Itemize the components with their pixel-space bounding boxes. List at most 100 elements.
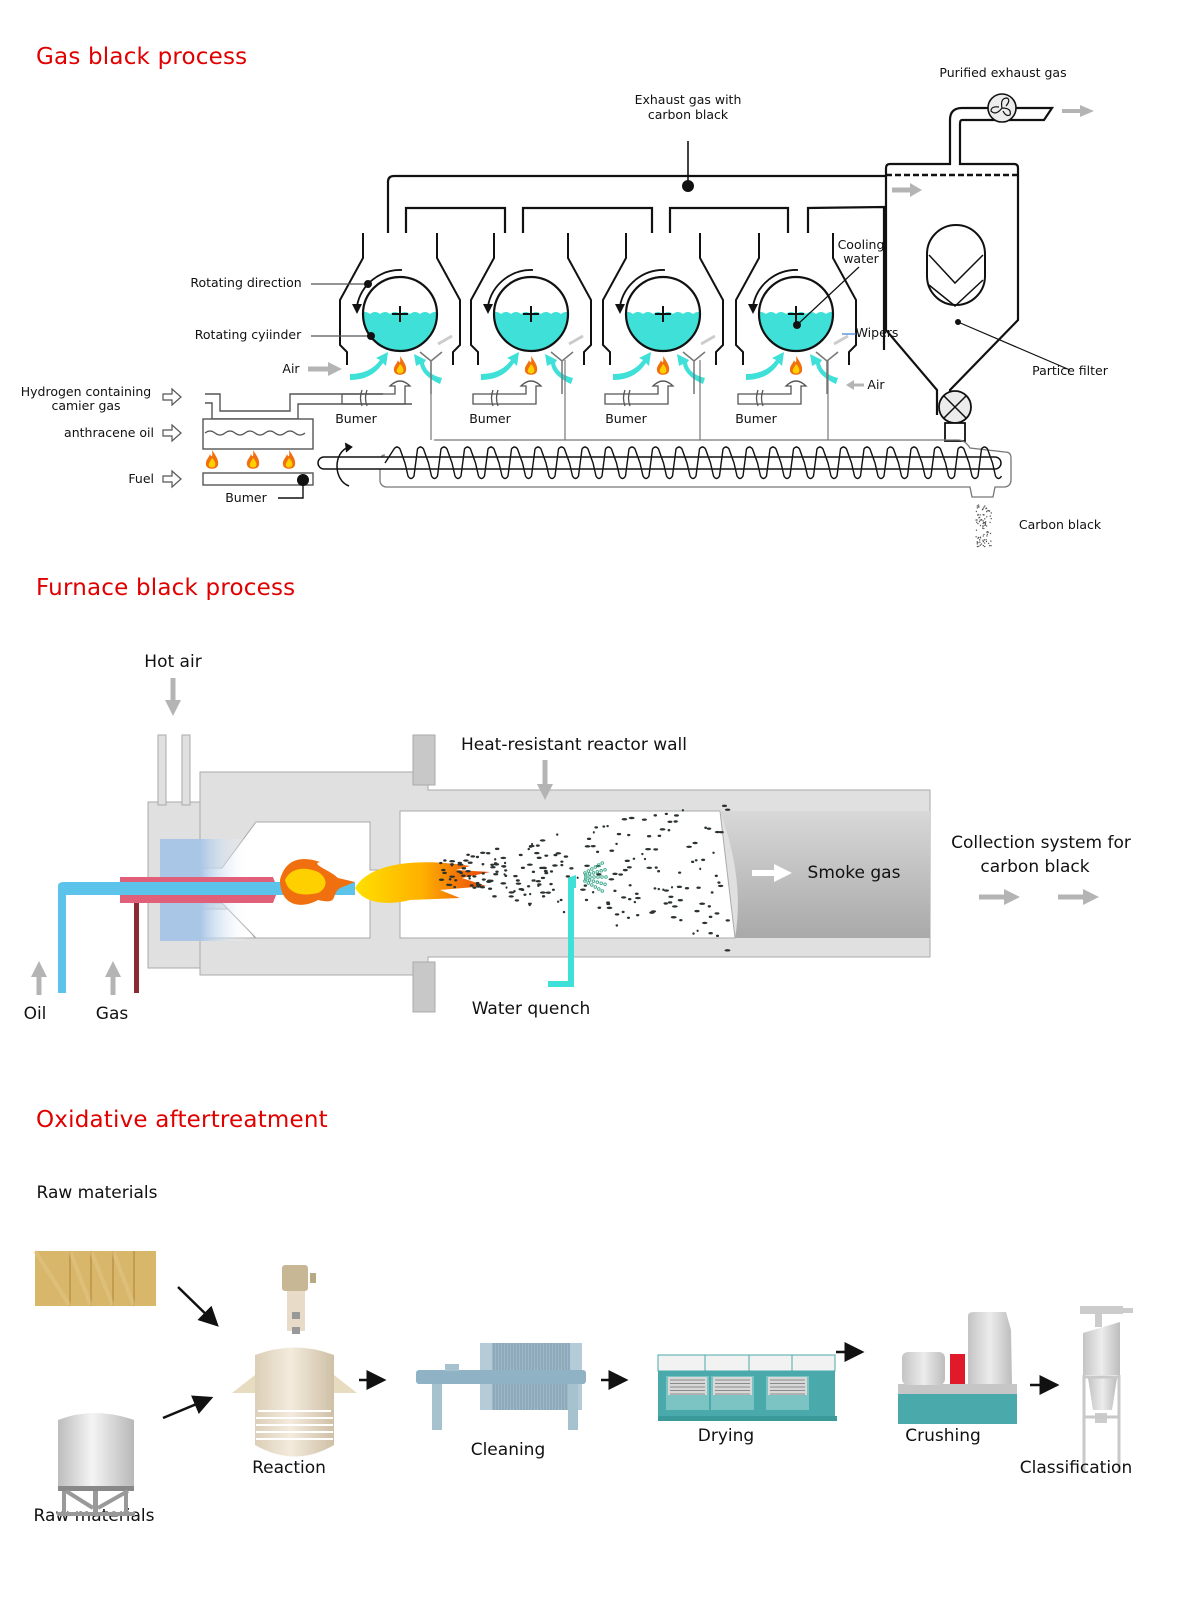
collection-label-1: Collection system for — [951, 833, 1131, 853]
carbon-particle — [461, 867, 467, 870]
carbon-particle — [717, 884, 724, 888]
carbon-particle — [984, 522, 987, 525]
carbon-particle — [594, 826, 599, 829]
water-spray-drop — [586, 869, 591, 873]
reactor-icon — [232, 1265, 357, 1457]
carbon-particle — [515, 879, 520, 882]
wiper-icon — [550, 351, 574, 394]
rotating-direction-label: Rotating direction — [190, 275, 301, 290]
carbon-particle — [590, 844, 596, 848]
carbon-particle — [441, 868, 446, 872]
carbon-particle — [606, 824, 609, 828]
air-right-label: Air — [867, 377, 885, 392]
carbon-particle — [543, 866, 547, 870]
carbon-particle — [990, 540, 992, 542]
carbon-particle — [545, 891, 551, 894]
carbon-particle — [979, 541, 981, 543]
step-label-classification: Classification — [1020, 1458, 1132, 1478]
water-spray-drop — [590, 867, 594, 871]
carbon-particle — [986, 510, 988, 513]
carbon-particle — [987, 510, 990, 512]
carbon-particle — [503, 861, 507, 865]
water-spray-drop — [587, 878, 592, 882]
carbon-particle — [725, 919, 730, 922]
carbon-particle — [584, 898, 589, 902]
carbon-particle — [635, 896, 641, 900]
reactor-wall-label: Heat-resistant reactor wall — [461, 735, 687, 755]
carbon-particle — [984, 521, 987, 523]
carbon-particle — [627, 833, 631, 837]
cylinder-axis-icon — [788, 306, 804, 322]
cylinder-unit: Bumer — [335, 233, 461, 426]
carbon-particle — [628, 816, 635, 820]
carbon-particle — [977, 542, 979, 544]
burner-pipe — [341, 380, 412, 405]
water-spray-drop — [586, 881, 591, 885]
carbon-particle — [492, 895, 497, 898]
carbon-particle — [583, 884, 588, 887]
carbon-particle — [653, 848, 659, 851]
carbon-particle — [684, 887, 690, 890]
carbon-particle — [662, 888, 665, 891]
carbon-particle — [514, 899, 520, 902]
carbon-particle — [718, 830, 724, 834]
carbon-particle — [977, 513, 979, 516]
carbon-particle — [565, 875, 571, 878]
carbon-particle — [500, 856, 507, 860]
carbon-particle — [980, 543, 983, 545]
carbon-particle — [692, 932, 695, 935]
exhaust-gas-label-2: carbon black — [648, 107, 729, 122]
carbon-particle — [535, 844, 540, 847]
rotation-arrow-icon — [619, 269, 666, 307]
carbon-particle — [984, 545, 986, 548]
carbon-particle — [552, 864, 558, 867]
flame-icon — [393, 356, 407, 375]
carbon-particle — [694, 859, 698, 862]
carbon-particle — [540, 876, 546, 880]
rotation-arrow-icon — [356, 269, 403, 307]
carbon-particle — [984, 518, 986, 520]
carbon-particle — [469, 884, 474, 887]
carbon-particle — [438, 878, 445, 881]
carbon-particle — [986, 531, 989, 533]
carbon-particle — [576, 876, 579, 879]
carbon-particle — [712, 851, 715, 855]
carbon-particle — [975, 536, 977, 538]
gas-label: Gas — [96, 1004, 129, 1024]
carbon-particle — [500, 882, 507, 885]
flame-icon — [656, 356, 670, 375]
carbon-particle — [504, 869, 508, 872]
carbon-particle — [976, 505, 979, 507]
carbon-particle — [632, 857, 636, 861]
carbon-particle — [982, 544, 985, 547]
carbon-particle — [978, 539, 981, 541]
carbon-particle — [584, 864, 590, 867]
carbon-particle — [985, 525, 988, 527]
carbon-particle — [621, 818, 628, 821]
carbon-particle — [986, 516, 988, 518]
carbon-particle — [472, 886, 477, 889]
carbon-particle — [646, 866, 653, 870]
carbon-particle — [562, 910, 566, 914]
water-spray-drop — [591, 871, 596, 875]
wiper-icon — [682, 351, 706, 394]
carbon-particle — [449, 860, 456, 863]
carbon-particle — [543, 869, 548, 873]
carbon-particle — [986, 533, 989, 536]
oil-label: Oil — [24, 1004, 47, 1024]
carbon-particle — [715, 934, 720, 938]
carbon-particle — [699, 867, 702, 871]
wiper-icon — [815, 351, 839, 394]
carbon-particle — [481, 872, 485, 875]
carbon-particle — [539, 891, 546, 894]
classifier-icon — [1080, 1306, 1133, 1472]
carbon-particle — [653, 814, 658, 817]
water-spray-drop — [603, 868, 607, 872]
carbon-particle — [560, 863, 564, 867]
air-left-label: Air — [282, 361, 300, 376]
cooling-water — [363, 312, 437, 351]
carbon-particle — [704, 826, 707, 829]
carbon-particle — [467, 874, 471, 878]
carbon-particle — [626, 916, 631, 919]
